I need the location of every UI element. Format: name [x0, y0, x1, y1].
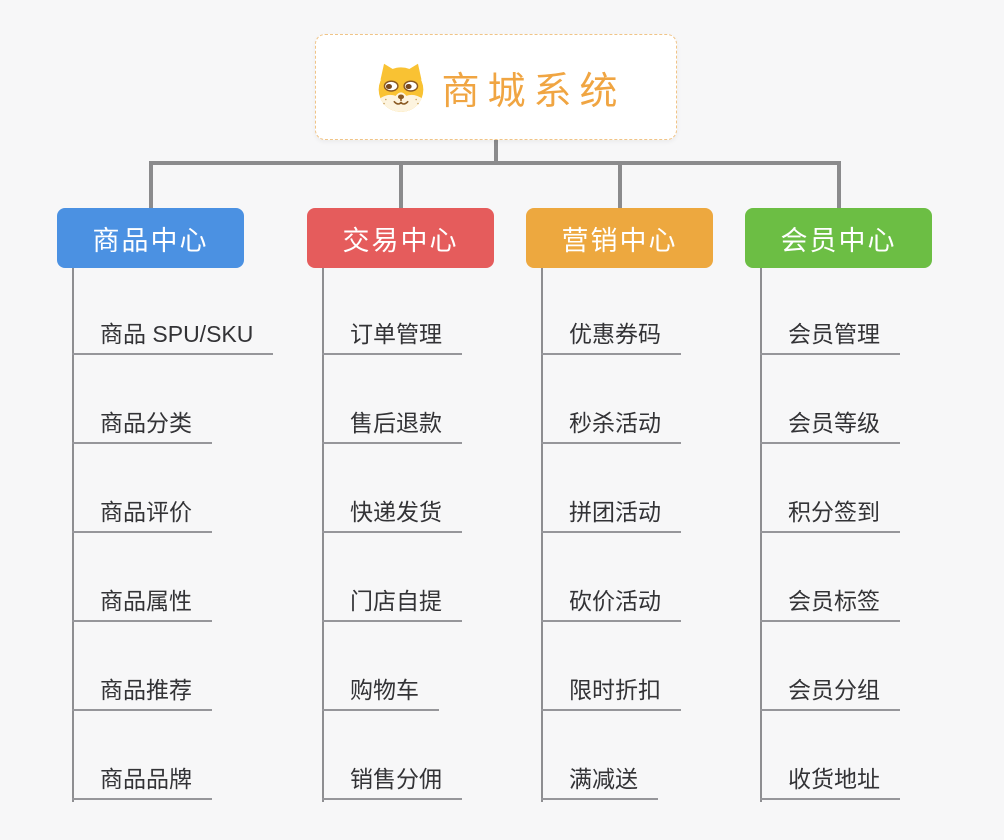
subtopic-item[interactable]: 会员管理 [760, 321, 900, 355]
branch-header-product[interactable]: 商品中心 [57, 208, 244, 268]
root-node[interactable]: 商城系统 [315, 34, 677, 140]
subtopic-item[interactable]: 快递发货 [322, 499, 462, 533]
subtopic-item[interactable]: 门店自提 [322, 588, 462, 622]
branch-header-trade[interactable]: 交易中心 [307, 208, 494, 268]
connector-line [399, 161, 403, 208]
branch-header-member[interactable]: 会员中心 [745, 208, 932, 268]
subtopic-item[interactable]: 会员分组 [760, 677, 900, 711]
root-title: 商城系统 [441, 70, 626, 113]
subtopic-item[interactable]: 售后退款 [322, 410, 462, 444]
subtopic-item[interactable]: 拼团活动 [541, 499, 681, 533]
subtopic-item[interactable]: 销售分佣 [322, 766, 462, 800]
connector-line [149, 161, 841, 165]
subtopic-item[interactable]: 购物车 [322, 677, 439, 711]
subtopic-item[interactable]: 优惠券码 [541, 321, 681, 355]
subtopic-item[interactable]: 订单管理 [322, 321, 462, 355]
subtopic-item[interactable]: 限时折扣 [541, 677, 681, 711]
branch-spine-line [72, 268, 74, 802]
connector-line [494, 140, 498, 165]
subtopic-item[interactable]: 砍价活动 [541, 588, 681, 622]
subtopic-item[interactable]: 积分签到 [760, 499, 900, 533]
subtopic-item[interactable]: 收货地址 [760, 766, 900, 800]
subtopic-item[interactable]: 商品推荐 [72, 677, 212, 711]
subtopic-item[interactable]: 商品品牌 [72, 766, 212, 800]
subtopic-item[interactable]: 商品属性 [72, 588, 212, 622]
branch-spine-line [541, 268, 543, 802]
connector-line [149, 161, 153, 208]
branch-spine-line [322, 268, 324, 802]
shiba-dog-icon [379, 63, 424, 112]
connector-line [618, 161, 622, 208]
subtopic-item[interactable]: 会员标签 [760, 588, 900, 622]
subtopic-item[interactable]: 商品分类 [72, 410, 212, 444]
branch-spine-line [760, 268, 762, 802]
subtopic-item[interactable]: 商品评价 [72, 499, 212, 533]
connector-line [837, 161, 841, 208]
subtopic-item[interactable]: 商品 SPU/SKU [72, 321, 274, 355]
subtopic-item[interactable]: 会员等级 [760, 410, 900, 444]
branch-header-marketing[interactable]: 营销中心 [526, 208, 713, 268]
subtopic-item[interactable]: 秒杀活动 [541, 410, 681, 444]
subtopic-item[interactable]: 满减送 [541, 766, 658, 800]
